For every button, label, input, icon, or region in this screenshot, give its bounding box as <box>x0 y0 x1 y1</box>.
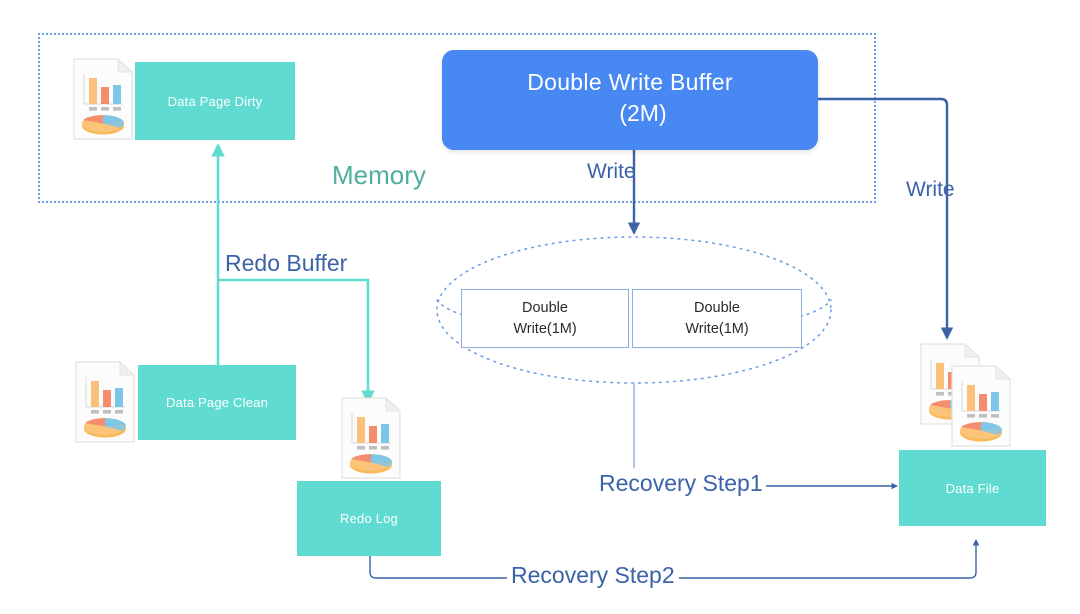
recovery-step1-label: Recovery Step1 <box>596 470 766 497</box>
redo-log-box[interactable]: Redo Log <box>297 481 441 556</box>
double-write-buffer-size: (2M) <box>619 100 667 126</box>
document-chart-icon <box>73 58 133 140</box>
double-write-slot-2-line2: Write(1M) <box>685 320 749 337</box>
memory-region-label: Memory <box>332 160 426 190</box>
write-right-label: Write <box>906 178 955 201</box>
data-page-dirty-box[interactable]: Data Page Dirty <box>135 62 295 140</box>
double-write-slot-1-line2: Write(1M) <box>513 320 577 337</box>
write-center-label: Write <box>587 160 636 183</box>
document-chart-icon <box>951 365 1011 447</box>
double-write-slot-1-line1: Double <box>522 299 568 316</box>
double-write-buffer-box[interactable]: Double Write Buffer (2M) <box>442 50 818 150</box>
data-page-clean-box[interactable]: Data Page Clean <box>138 365 296 440</box>
double-write-slot-2[interactable]: Double Write(1M) <box>632 289 802 348</box>
redo-buffer-label: Redo Buffer <box>225 250 348 276</box>
document-chart-icon <box>341 397 401 479</box>
double-write-slot-2-line1: Double <box>694 299 740 316</box>
recovery-step2-label: Recovery Step2 <box>507 562 679 589</box>
document-chart-icon <box>75 361 135 443</box>
double-write-buffer-title: Double Write Buffer <box>527 69 733 95</box>
double-write-slot-1[interactable]: Double Write(1M) <box>461 289 629 348</box>
data-file-box[interactable]: Data File <box>899 450 1046 526</box>
